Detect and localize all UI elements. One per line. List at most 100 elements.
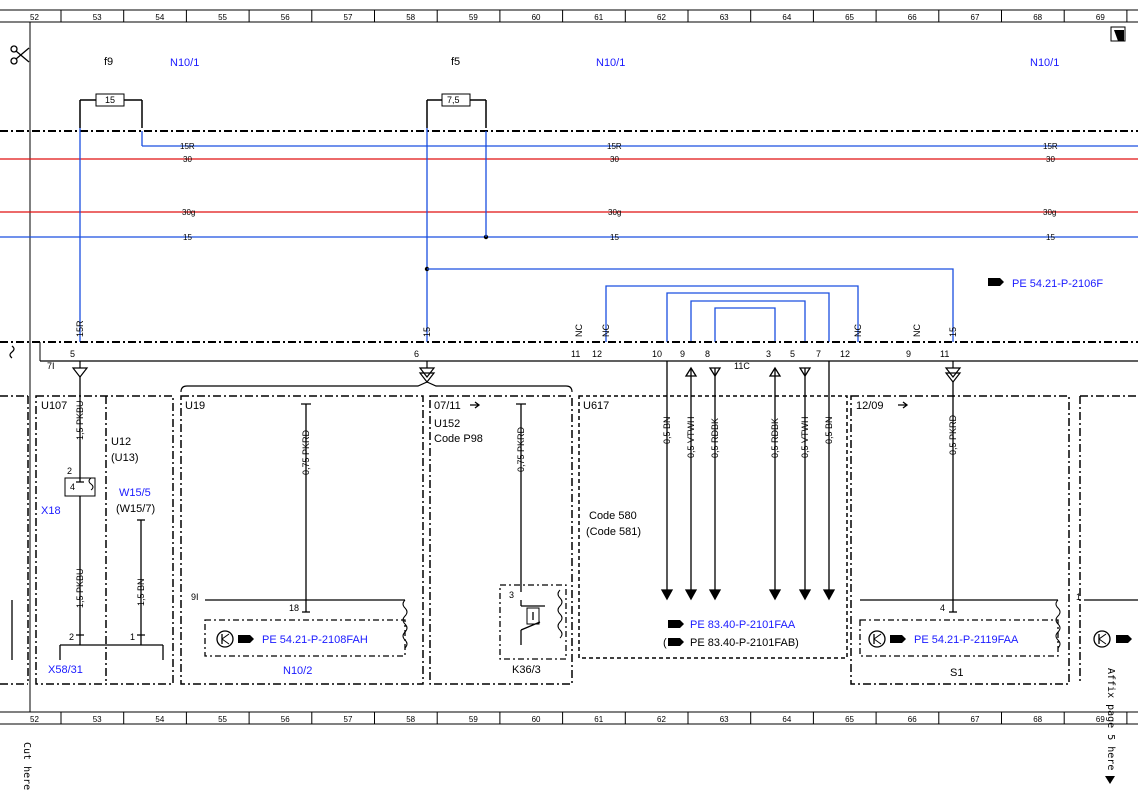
ruler-number: 60 [532,13,541,22]
u19-wiring [204,403,408,657]
svg-text:3: 3 [509,590,514,600]
ruler-number: 55 [218,715,227,724]
box-code581: (Code 581) [586,526,641,538]
ruler-number: 61 [594,715,603,724]
ruler-number: 53 [93,715,102,724]
ruler-number: 61 [594,13,603,22]
ruler-number: 59 [469,715,478,724]
ruler-number: 65 [845,715,854,724]
connector-pin-number: 3 [766,349,771,359]
svg-text:0,5 VTWH: 0,5 VTWH [800,416,810,458]
ref-pointer-icon [1116,635,1132,643]
term-15r: 15R [75,320,85,337]
fuse-f5-label: f5 [451,56,460,68]
box-code-p98: Code P98 [434,433,483,445]
bus-15r-label-3: 15R [1043,142,1058,151]
svg-text:0,5 BN: 0,5 BN [824,416,834,444]
ruler-number: 56 [281,715,290,724]
box-code580: Code 580 [589,510,637,522]
svg-text:2: 2 [69,632,74,642]
term-nc3: NC [853,324,863,337]
bus-30-label-1: 30 [183,155,192,164]
comp-w15-7: (W15/7) [116,503,155,515]
comp-k36: K36/3 [512,664,541,676]
ruler-number: 63 [720,715,729,724]
arrow-right-icon [898,401,909,409]
u617-wiring [660,361,836,601]
ruler-number: 69 [1096,13,1105,22]
ref-u617-b: PE 83.40-P-2101FAB) [690,637,799,649]
fuse-f9: 15 [79,93,143,128]
svg-text:1,5 PKBU: 1,5 PKBU [75,400,85,440]
module-boxes [0,395,1138,685]
scissors-icon [10,45,30,65]
comp-x18: X18 [41,505,61,517]
connector-pin-number: 7 [816,349,821,359]
ruler-number: 66 [908,13,917,22]
fuse-f5: 7,5 [426,93,487,128]
box-u152: U152 [434,418,460,430]
box-u19: U19 [185,400,205,412]
connector-left-label: 7I [47,361,55,371]
fuse-f9-label: f9 [104,56,113,68]
connector-right-label: 11C [734,361,750,371]
svg-text:0,5 RDBK: 0,5 RDBK [710,418,720,458]
comp-n10-2: N10/2 [283,665,312,677]
box-b3-date: 07/11 [434,400,461,412]
ruler-number: 69 [1096,715,1105,724]
bus-30-label-2: 30 [610,155,619,164]
svg-text:1: 1 [130,632,135,642]
svg-text:0,5 RDBK: 0,5 RDBK [770,418,780,458]
transistor-icon [216,630,234,648]
box-u12: U12 [111,436,131,448]
transistor-icon [868,630,886,648]
bus-15-label-3: 15 [1046,233,1055,242]
ruler-number: 55 [218,13,227,22]
bus-30g-label-1: 30g [182,208,195,217]
ruler-number: 52 [30,715,39,724]
bus-15-label-2: 15 [610,233,619,242]
connector-pin-number: 8 [705,349,710,359]
connector-pin-number: 12 [592,349,602,359]
ruler-number: 62 [657,13,666,22]
svg-text:1,5 PKBU: 1,5 PKBU [75,568,85,608]
ruler-number: 65 [845,13,854,22]
bus-30-label-3: 30 [1046,155,1055,164]
connector-pin-number: 6 [414,349,419,359]
ruler-number: 67 [971,13,980,22]
cut-here-text: Cut here [21,742,32,790]
connector-pin-number: 12 [840,349,850,359]
ruler-number: 57 [344,13,353,22]
connector-pin-number: 11 [571,349,580,359]
s1-wiring [859,382,1061,657]
fuse-f9-module: N10/1 [170,57,199,69]
svg-text:18: 18 [289,603,299,613]
right-module-label: N10/1 [1030,57,1059,69]
page-corner-icon [1110,26,1126,42]
connector-pin-number: 9 [906,349,911,359]
ref-pointer-icon [668,638,684,646]
ruler-number: 58 [406,715,415,724]
box-u617: U617 [583,400,609,412]
svg-text:0,75 PKRD: 0,75 PKRD [516,426,526,472]
ruler-number: 54 [155,715,164,724]
ruler-number: 59 [469,13,478,22]
blue-feed-wires [79,128,954,342]
ruler-number: 68 [1033,13,1042,22]
u152-wiring [499,403,567,660]
ruler-number: 53 [93,13,102,22]
bus-15-label-1: 15 [183,233,192,242]
ruler-number: 68 [1033,715,1042,724]
ref-pointer-icon [238,635,254,643]
ruler-number: 63 [720,13,729,22]
svg-text:0,75 PKRD: 0,75 PKRD [301,429,311,475]
ref-u617-b-open: ( [663,637,667,649]
ref-u617-a: PE 83.40-P-2101FAA [690,619,796,631]
bus-30g-label-2: 30g [608,208,621,217]
svg-text:2: 2 [67,466,72,476]
term-15a: 15 [422,327,432,337]
term-15b: 15 [948,327,958,337]
connector-pin-number: 11 [940,349,949,359]
